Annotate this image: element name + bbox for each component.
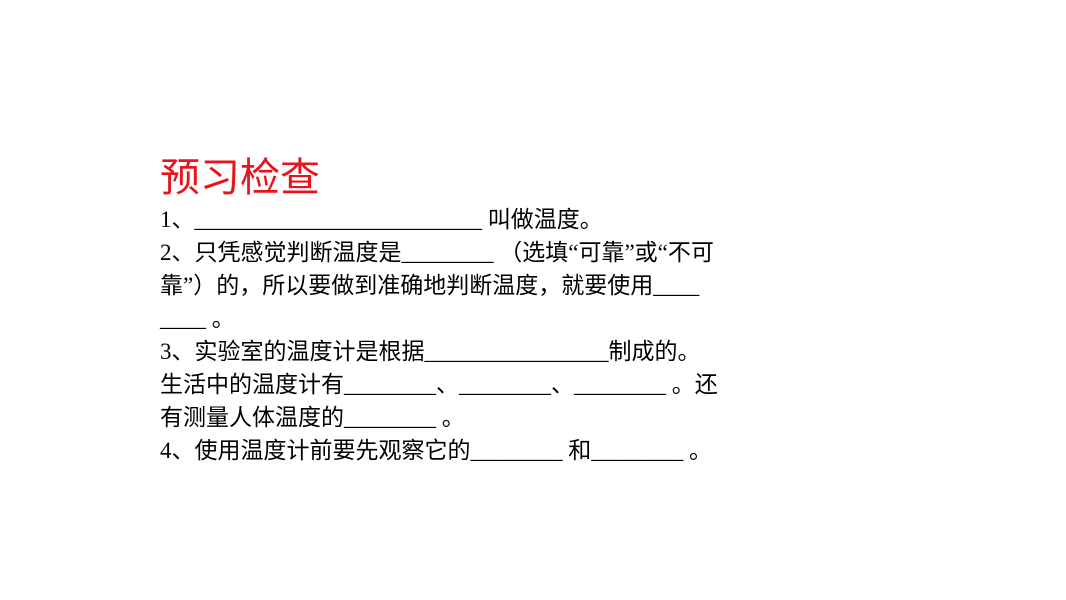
question-line-8: 4、使用温度计前要先观察它的________ 和________ 。 xyxy=(160,438,712,463)
question-line-6: 生活中的温度计有________、________、________ 。还 xyxy=(160,372,718,397)
question-line-4: ____ 。 xyxy=(160,306,235,331)
question-line-3: 靠”）的，所以要做到准确地判断温度，就要使用____ xyxy=(160,273,700,298)
slide-title: 预习检查 xyxy=(160,155,320,201)
question-line-2: 2、只凭感觉判断温度是________ （选填“可靠”或“不可 xyxy=(160,240,714,265)
question-line-7: 有测量人体温度的________ 。 xyxy=(160,405,465,430)
question-list: 1、_________________________ 叫做温度。 2、只凭感觉… xyxy=(160,203,820,467)
question-line-5: 3、实验室的温度计是根据________________制成的。 xyxy=(160,339,701,364)
question-line-1: 1、_________________________ 叫做温度。 xyxy=(160,207,603,232)
